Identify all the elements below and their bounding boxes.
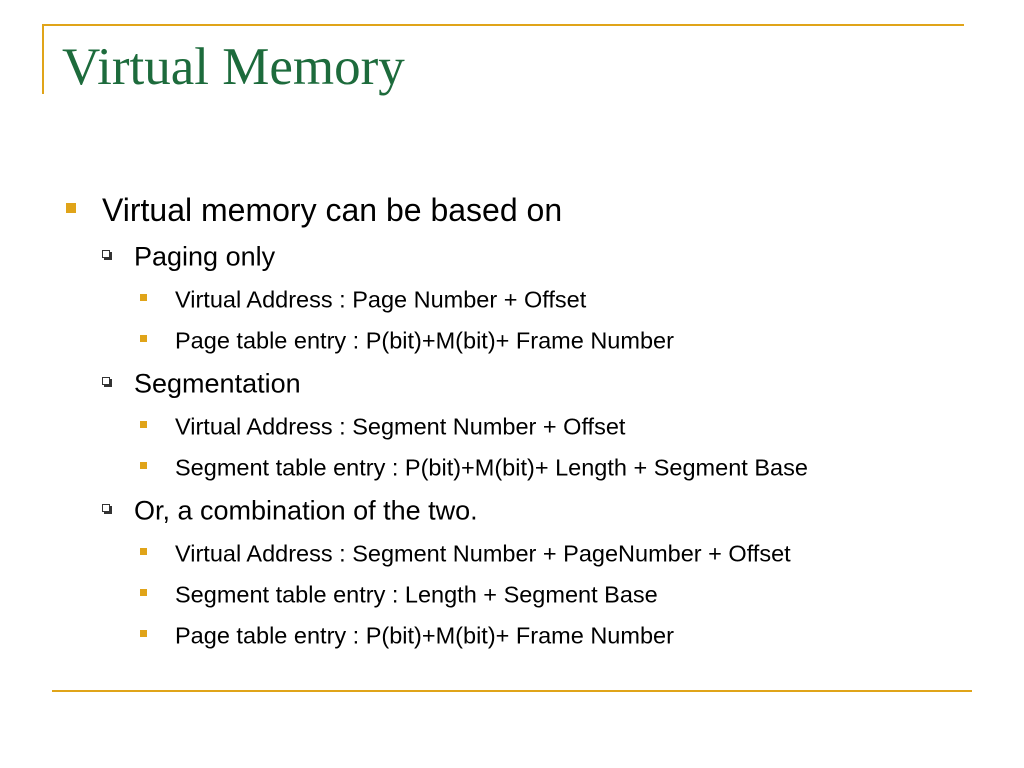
square-bullet-icon — [66, 202, 76, 213]
bullet-paging-item-text: Virtual Address : Page Number + Offset — [175, 286, 587, 313]
bullet-main-text: Virtual memory can be based on — [102, 192, 563, 229]
square-bullet-icon — [140, 421, 147, 429]
hollow-square-bullet-icon — [102, 249, 110, 258]
bullet-main: Virtual memory can be based on — [66, 190, 562, 229]
bullet-segmentation-text: Segmentation — [134, 368, 301, 399]
bullet-combination-text: Or, a combination of the two. — [134, 495, 478, 526]
slide-title: Virtual Memory — [62, 38, 405, 96]
bullet-paging: Paging only — [102, 240, 275, 272]
square-bullet-icon — [140, 294, 147, 302]
bullet-paging-text: Paging only — [134, 241, 276, 272]
bullet-combination-item-text: Segment table entry : Length + Segment B… — [175, 581, 658, 608]
square-bullet-icon — [140, 462, 147, 470]
footer-rule — [52, 690, 972, 692]
bullet-segmentation-item-text: Virtual Address : Segment Number + Offse… — [175, 413, 626, 440]
bullet-combination-item: Page table entry : P(bit)+M(bit)+ Frame … — [140, 621, 674, 649]
bullet-segmentation-item-text: Segment table entry : P(bit)+M(bit)+ Len… — [175, 454, 808, 481]
square-bullet-icon — [140, 589, 147, 597]
square-bullet-icon — [140, 335, 147, 343]
bullet-combination-item: Virtual Address : Segment Number + PageN… — [140, 539, 791, 567]
title-frame-top-rule — [42, 24, 964, 26]
bullet-combination: Or, a combination of the two. — [102, 494, 478, 526]
bullet-segmentation-item: Virtual Address : Segment Number + Offse… — [140, 412, 625, 440]
bullet-paging-item: Page table entry : P(bit)+M(bit)+ Frame … — [140, 326, 674, 354]
square-bullet-icon — [140, 630, 147, 638]
bullet-segmentation: Segmentation — [102, 367, 301, 399]
square-bullet-icon — [140, 548, 147, 556]
hollow-square-bullet-icon — [102, 503, 110, 512]
bullet-paging-item-text: Page table entry : P(bit)+M(bit)+ Frame … — [175, 327, 674, 354]
hollow-square-bullet-icon — [102, 376, 110, 385]
title-frame-left-rule — [42, 24, 44, 94]
bullet-combination-item: Segment table entry : Length + Segment B… — [140, 580, 658, 608]
bullet-segmentation-item: Segment table entry : P(bit)+M(bit)+ Len… — [140, 453, 808, 481]
bullet-combination-item-text: Page table entry : P(bit)+M(bit)+ Frame … — [175, 622, 674, 649]
bullet-combination-item-text: Virtual Address : Segment Number + PageN… — [175, 540, 791, 567]
bullet-paging-item: Virtual Address : Page Number + Offset — [140, 285, 586, 313]
